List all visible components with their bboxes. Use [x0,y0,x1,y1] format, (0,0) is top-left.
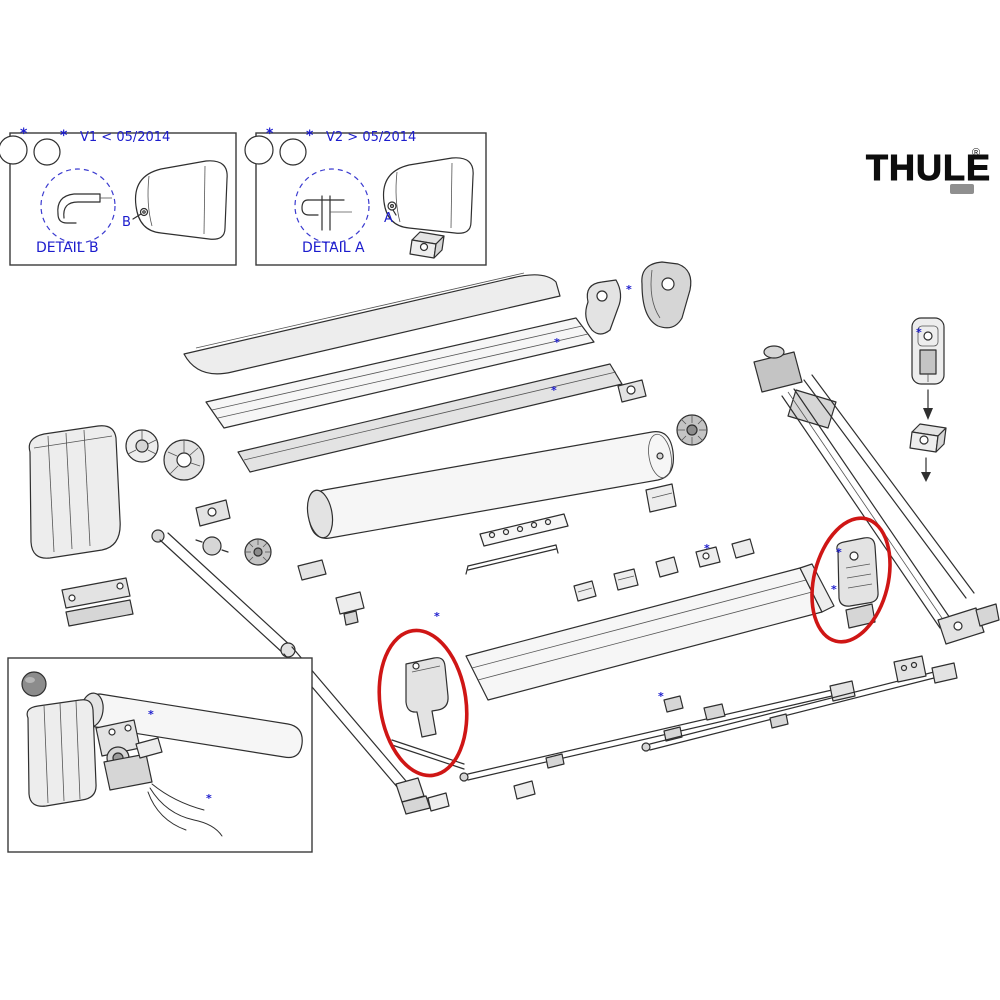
blue-asterisk-mark: * [836,546,842,559]
roller-end-cap-left [306,489,334,539]
rubber-knob [21,671,47,697]
callout-circle-4 [279,138,307,166]
end-clip [427,792,450,812]
assembly-arrow-down [923,389,933,420]
blue-asterisk-mark: * [916,326,922,339]
detail-box-a [244,132,487,266]
detail-a-endcap-outline [382,157,474,234]
mounting-bracket-small [195,499,231,527]
blue-asterisk-mark: * [434,610,440,623]
lead-rail-bracket-part [391,657,465,770]
detail-a-hook-profile [301,195,352,231]
motor-wires [147,783,223,837]
blue-asterisk-mark: * [551,384,557,397]
roller-end-rim-right [648,433,672,479]
front-lead-rail-panel [465,563,835,701]
bracket-clip [297,559,327,581]
roller-tube-body [307,431,675,539]
detail-b-version-label: V1 < 05/2014 [80,130,170,145]
wall-bracket-plate [893,655,927,683]
fixing-clip [695,546,721,568]
gear-wheel [676,414,708,446]
detail-a-caption: DETAIL A [302,240,365,256]
blue-asterisk-mark: * [148,708,154,721]
end-cap-detail [26,699,97,807]
detail-a-leader-arrow [392,209,397,216]
blue-asterisk-mark: * [704,542,710,555]
blue-asterisk-mark: * [626,283,632,296]
case-top-cover-panel [183,272,561,375]
small-bracket [663,695,684,713]
cover-clip [335,591,365,626]
right-arm-bracket-part [836,537,879,629]
tension-strap-part [911,317,945,385]
thule-logo-text: THULE [866,147,991,188]
detail-a-part-letter: A [384,211,393,226]
detail-a-block-part [409,231,445,259]
blue-asterisk-mark: * [658,690,664,703]
logo-sweden-tag [950,184,974,194]
asterisk-mark: * [306,128,314,144]
end-clip [513,780,536,800]
asterisk-mark: * [60,128,68,144]
callout-circle-1 [0,135,28,165]
arm-elbow-joint [280,642,296,658]
case-lower-profile-rail [237,363,623,473]
callout-circle-3 [244,135,274,165]
detail-b-leader-arrow [132,213,142,220]
motor-detail-box: * * [7,657,313,853]
roof-mount-bracket-large [641,261,692,329]
motor-unit [95,719,163,791]
spring-disc [163,439,205,481]
thin-support-rail [465,544,559,575]
fixing-clip [573,580,597,602]
detail-b-part-letter: B [122,215,131,230]
detail-b-endcap-outline [132,160,228,240]
clamp-bracket [617,379,647,403]
arm-pivot [151,529,165,543]
fixing-clip [731,538,755,559]
thule-logo: THULE ® [866,147,991,194]
case-middle-panel [205,317,595,429]
detail-b-caption: DETAIL B [36,240,99,256]
asterisk-mark: * [266,126,274,142]
rafter-tube-1 [459,680,856,782]
fixing-clip [613,568,639,591]
asterisk-mark: * [20,126,28,142]
detail-b-hook-profile [57,193,112,224]
gear-knob [125,429,159,463]
fabric-roller-tube [306,431,675,539]
knob-block-part [909,423,947,453]
assembly-arrow-down [921,457,931,482]
blue-asterisk-mark: * [554,336,560,349]
spring-housing-blocks [61,577,134,627]
punched-mounting-strip [479,513,569,547]
fixing-clip [655,556,679,578]
detail-b-zoom-circle [40,168,116,244]
left-end-cap [28,425,121,559]
detail-box-b [0,132,237,266]
rafter-tube-2 [641,662,958,752]
blue-asterisk-mark: * [831,583,837,596]
square-cap-piece [645,483,677,513]
detail-a-zoom-circle [294,168,370,244]
detail-a-version-label: V2 > 05/2014 [326,130,416,145]
drive-gear [244,538,272,566]
arm-sleeve-cover [787,389,837,429]
blue-asterisk-mark: * [206,792,212,805]
clamp-part [195,536,229,556]
highlight-ellipse-left [377,628,469,778]
right-spring-arm [753,345,1000,645]
roof-mount-bracket-small [585,279,622,335]
small-bracket [703,703,726,721]
callout-circle-2 [33,138,61,166]
registered-mark: ® [972,147,980,159]
highlight-ellipse-right [810,516,892,644]
